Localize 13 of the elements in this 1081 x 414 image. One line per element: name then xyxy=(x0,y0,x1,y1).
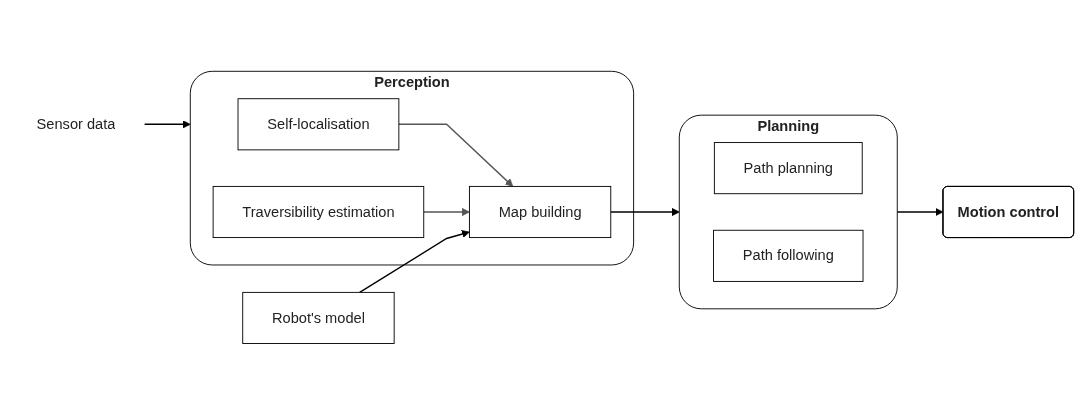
node-box: Self-localisation xyxy=(237,97,400,150)
arrow xyxy=(423,207,470,216)
node-box: Robot's model xyxy=(242,291,395,344)
node-text: Sensor data xyxy=(36,115,116,132)
node-box: Path following xyxy=(713,229,864,282)
arrow xyxy=(143,119,191,128)
arrow xyxy=(359,229,470,293)
arrow xyxy=(398,123,514,187)
node-box: Path planning xyxy=(713,141,863,194)
node-box: Map building xyxy=(468,185,612,238)
arrow xyxy=(610,207,680,216)
arrow xyxy=(896,207,944,216)
node-box: Traversibility estimation xyxy=(212,185,425,238)
